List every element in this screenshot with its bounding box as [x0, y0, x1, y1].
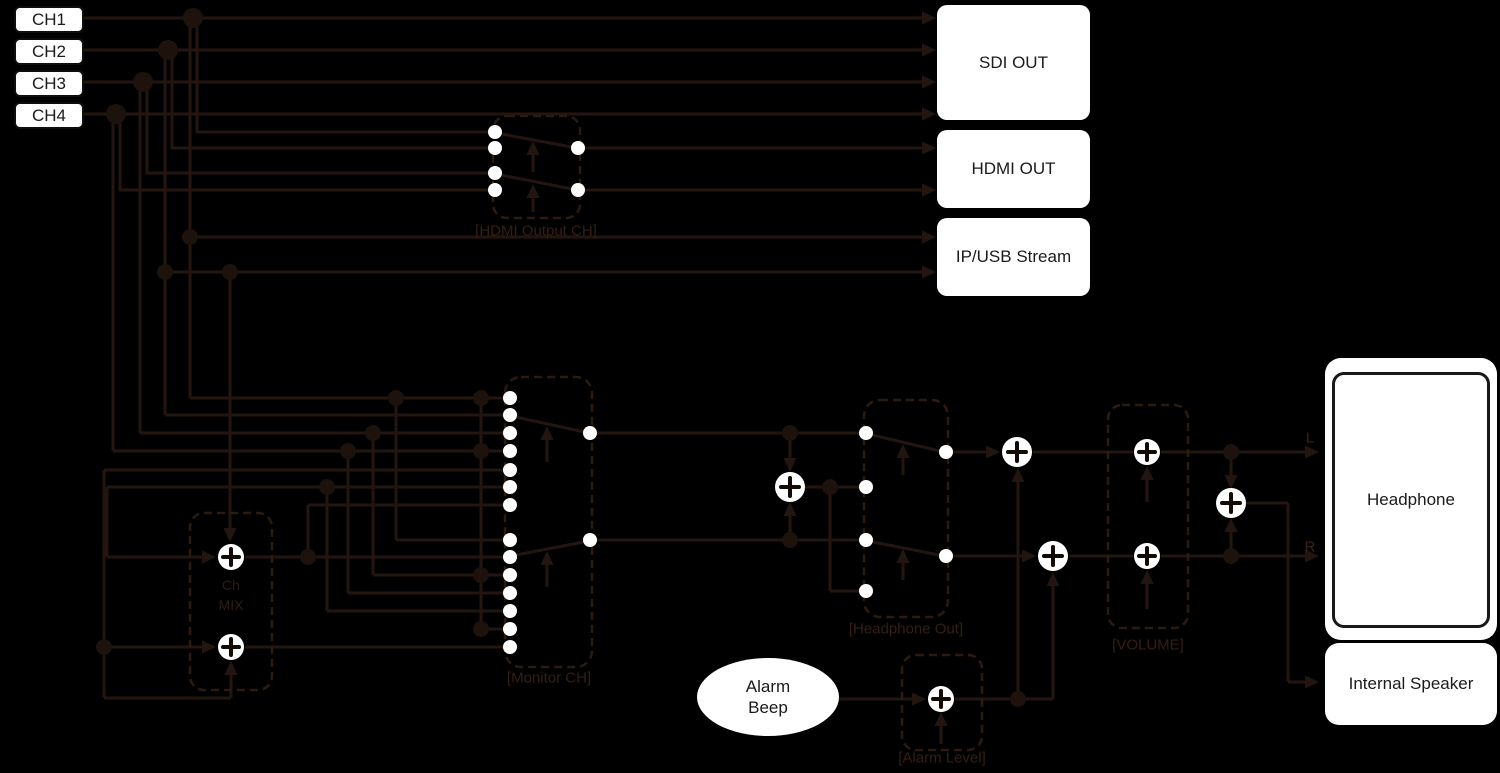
ch-mix-frame: [188, 511, 274, 692]
alarm-mixer-icon: [928, 686, 954, 712]
alarm-beep-node: Alarm Beep: [697, 658, 839, 736]
volume-left-mixer-icon: [1134, 439, 1160, 465]
left-signal-label: L: [1305, 429, 1315, 447]
ip-usb-stream-box: IP/USB Stream: [937, 218, 1090, 296]
hdmi-output-ch-label: [HDMI Output CH]: [475, 222, 597, 240]
hdmi-out-box: HDMI OUT: [937, 130, 1090, 208]
signal-wires: [84, 16, 1305, 744]
alarm-left-sum-mixer-icon: [1002, 437, 1032, 467]
alarm-beep-line1: Alarm: [745, 677, 791, 696]
channel-box-ch3: CH3: [14, 70, 84, 97]
arrowheads: [202, 11, 1319, 726]
contact-dots: [488, 125, 953, 654]
ch-mix-label-line1: Ch: [222, 577, 240, 593]
channel-box-ch4: CH4: [14, 102, 84, 129]
alarm-level-label: [Alarm Level]: [898, 749, 986, 767]
sdi-out-box: SDI OUT: [937, 5, 1090, 120]
right-signal-label: R: [1304, 538, 1316, 556]
junction-dots: [96, 8, 1239, 707]
ch-mix-lower-mixer-icon: [218, 634, 244, 660]
speaker-sum-mixer-icon: [1216, 488, 1246, 518]
monitor-ch-label: [Monitor CH]: [506, 669, 592, 687]
selector-frames: [188, 114, 1190, 752]
headphone-out-frame: [862, 398, 950, 619]
alarm-level-frame: [900, 653, 984, 752]
internal-speaker-box: Internal Speaker: [1325, 643, 1497, 725]
alarm-right-sum-mixer-icon: [1038, 541, 1068, 571]
mixer-nodes: [218, 437, 1246, 712]
channel-box-ch2: CH2: [14, 38, 84, 65]
monitor-mix-mixer-icon: [775, 472, 805, 502]
headphone-out-label: [Headphone Out]: [848, 620, 964, 638]
volume-right-mixer-icon: [1134, 543, 1160, 569]
monitor-ch-frame: [503, 375, 594, 669]
ch-mix-label-line2: MIX: [218, 597, 244, 613]
channel-box-ch1: CH1: [14, 6, 84, 33]
headphone-box: Headphone: [1332, 372, 1490, 628]
alarm-beep-line2: Beep: [748, 698, 788, 717]
hdmi-output-ch-frame: [491, 114, 582, 220]
volume-label: [VOLUME]: [1112, 636, 1184, 654]
ch-mix-upper-mixer-icon: [218, 544, 244, 570]
volume-frame: [1106, 403, 1190, 630]
